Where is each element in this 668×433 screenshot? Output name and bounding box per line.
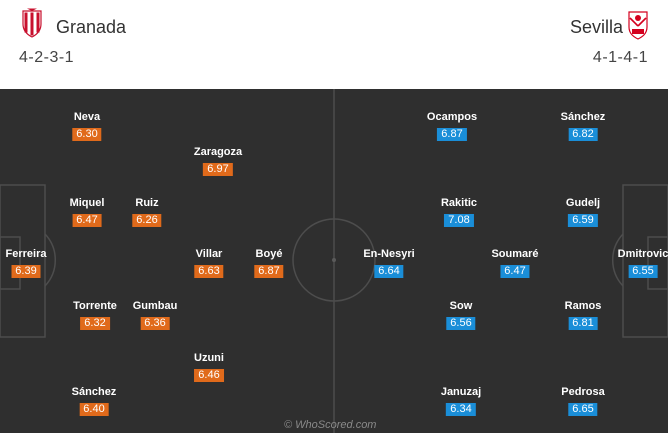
player-rating: 6.59 — [568, 214, 598, 227]
player-rating: 7.08 — [444, 214, 474, 227]
player-name: Ocampos — [426, 111, 478, 123]
away-player[interactable]: Sánchez 6.82 — [560, 111, 606, 142]
away-player[interactable]: Rakitic 7.08 — [441, 197, 477, 228]
home-formation: 4-2-3-1 — [19, 49, 75, 66]
player-name: Sow — [449, 300, 473, 312]
player-rating: 6.63 — [194, 265, 224, 278]
away-player[interactable]: Gudelj 6.59 — [566, 197, 600, 228]
home-player[interactable]: Sánchez 6.40 — [71, 386, 117, 417]
home-player[interactable]: Torrente 6.32 — [73, 300, 117, 331]
player-name: Ruiz — [135, 197, 159, 209]
player-rating: 6.46 — [194, 369, 224, 382]
player-rating: 6.40 — [79, 403, 109, 416]
player-name: Torrente — [73, 300, 117, 312]
away-player[interactable]: Pedrosa 6.65 — [561, 386, 605, 417]
player-rating: 6.36 — [140, 317, 170, 330]
player-rating: 6.32 — [80, 317, 110, 330]
player-rating: 6.87 — [437, 128, 467, 141]
player-rating: 6.47 — [500, 265, 530, 278]
player-rating: 6.64 — [374, 265, 404, 278]
home-player[interactable]: Ruiz 6.26 — [132, 197, 162, 228]
sevilla-crest-icon — [628, 11, 648, 40]
player-rating: 6.26 — [132, 214, 162, 227]
home-player[interactable]: Zaragoza 6.97 — [194, 146, 242, 177]
player-rating: 6.47 — [72, 214, 102, 227]
home-team-name: Granada — [56, 17, 127, 37]
player-rating: 6.65 — [568, 403, 598, 416]
player-name: Ramos — [564, 300, 602, 312]
player-name: Boyé — [255, 248, 283, 260]
player-name: Miquel — [69, 197, 105, 209]
player-rating: 6.39 — [11, 265, 41, 278]
home-player[interactable]: Villar 6.63 — [194, 248, 224, 279]
player-name: Zaragoza — [193, 146, 243, 158]
player-name: Ferreira — [5, 248, 47, 260]
player-name: Soumaré — [491, 248, 539, 260]
away-player[interactable]: En-Nesyri 6.64 — [363, 248, 415, 279]
away-player[interactable]: Sow 6.56 — [446, 300, 476, 331]
player-rating: 6.81 — [568, 317, 598, 330]
pitch: Ferreira 6.39 Neva 6.30 Miquel 6.47 Torr… — [0, 89, 668, 433]
home-player[interactable]: Uzuni 6.46 — [194, 352, 224, 383]
player-name: Sánchez — [71, 386, 117, 398]
home-player[interactable]: Neva 6.30 — [72, 111, 102, 142]
home-player[interactable]: Miquel 6.47 — [69, 197, 105, 228]
player-name: Gudelj — [565, 197, 601, 209]
player-name: Januzaj — [440, 386, 482, 398]
player-rating: 6.97 — [203, 163, 233, 176]
player-rating: 6.82 — [568, 128, 598, 141]
player-rating: 6.56 — [446, 317, 476, 330]
player-name: Rakitic — [440, 197, 478, 209]
player-name: Dmitrovic — [617, 248, 668, 260]
player-name: Gumbau — [132, 300, 178, 312]
pitch-markings — [0, 89, 668, 433]
home-player[interactable]: Gumbau 6.36 — [132, 300, 178, 331]
player-name: Villar — [195, 248, 223, 260]
away-formation: 4-1-4-1 — [592, 49, 648, 66]
home-player[interactable]: Ferreira 6.39 — [5, 248, 47, 279]
player-rating: 6.87 — [254, 265, 284, 278]
away-player[interactable]: Ramos 6.81 — [564, 300, 602, 331]
player-name: En-Nesyri — [363, 248, 415, 260]
away-team-name: Sevilla — [569, 17, 623, 37]
whoscored-watermark: © WhoScored.com — [284, 419, 377, 431]
away-player[interactable]: Ocampos 6.87 — [427, 111, 477, 142]
player-rating: 6.34 — [446, 403, 476, 416]
away-player[interactable]: Dmitrovic 6.55 — [618, 248, 668, 279]
player-name: Pedrosa — [561, 386, 605, 398]
player-name: Neva — [73, 111, 101, 123]
player-rating: 6.55 — [628, 265, 658, 278]
granada-crest-icon — [22, 8, 42, 38]
player-rating: 6.30 — [72, 128, 102, 141]
away-player[interactable]: Soumaré 6.47 — [491, 248, 539, 279]
player-name: Uzuni — [194, 352, 224, 364]
player-name: Sánchez — [560, 111, 606, 123]
match-header: Granada 4-2-3-1 Sevilla 4-1-4-1 — [0, 0, 668, 88]
away-player[interactable]: Januzaj 6.34 — [441, 386, 481, 417]
home-player[interactable]: Boyé 6.87 — [254, 248, 284, 279]
